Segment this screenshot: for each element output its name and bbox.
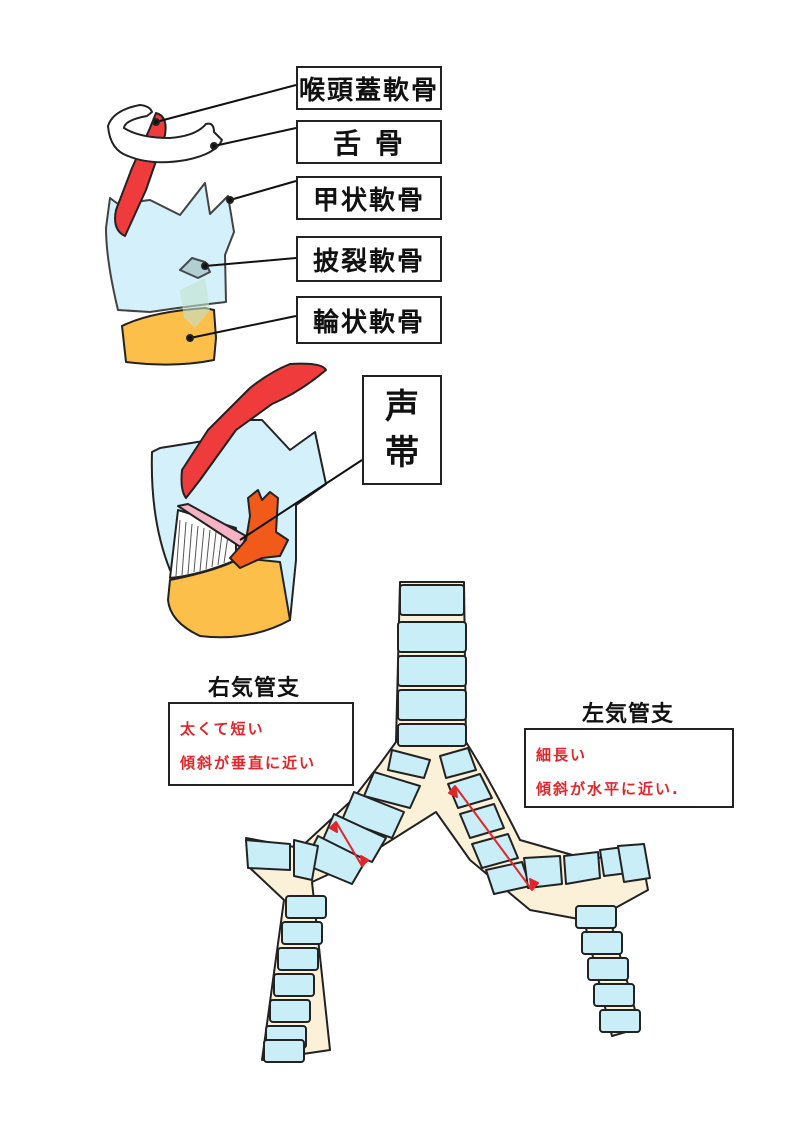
right-bronchus [245, 749, 431, 1063]
trachea-ring [399, 584, 465, 616]
label-arytenoid: 披裂軟骨 [296, 236, 442, 282]
label-vocal-cord-char-1: 声 [385, 387, 419, 427]
right-bronchus-notes: 太くて短い 傾斜が垂直に近い [168, 702, 354, 786]
trachea-bronchi [245, 581, 651, 1063]
label-cricoid: 輪状軟骨 [296, 296, 442, 344]
left-bronchus [439, 747, 651, 1033]
label-epiglottis: 喉頭蓋軟骨 [296, 66, 442, 110]
label-hyoid-text: 舌 骨 [333, 127, 405, 160]
larynx-overview [105, 84, 297, 366]
left-bronchus-note-2: 傾斜が水平に近い. [536, 780, 680, 798]
label-cricoid-text: 輪状軟骨 [312, 307, 425, 338]
arytenoid-pair [229, 489, 289, 569]
right-bronchus-note-2: 傾斜が垂直に近い [180, 754, 317, 772]
left-bronchus-note-1: 細長い [536, 746, 588, 764]
trachea-ring [397, 689, 467, 721]
right-bronchus-note-1: 太くて短い [180, 720, 265, 738]
vocal-cord-figure [150, 362, 363, 639]
epiglottis-large [180, 362, 327, 499]
left-bronchus-title: 左気管支 [578, 696, 679, 731]
bronchial-membrane [245, 581, 649, 1061]
trachea-ring [397, 655, 467, 687]
label-arytenoid-text: 披裂軟骨 [312, 246, 425, 277]
trachea-ring [397, 723, 467, 747]
label-epiglottis-text: 喉頭蓋軟骨 [298, 75, 439, 106]
hyoid-bone [107, 104, 223, 164]
label-hyoid: 舌 骨 [296, 120, 442, 164]
label-thyroid-text: 甲状軟骨 [312, 185, 425, 216]
label-vocal-cord-char-2: 帯 [385, 433, 419, 473]
trachea-ring [397, 621, 467, 653]
left-bronchus-notes: 細長い 傾斜が水平に近い. [524, 728, 734, 808]
right-bronchus-title: 右気管支 [204, 670, 305, 705]
label-vocal-cord: 声 帯 [362, 375, 442, 485]
label-thyroid: 甲状軟骨 [296, 176, 442, 220]
